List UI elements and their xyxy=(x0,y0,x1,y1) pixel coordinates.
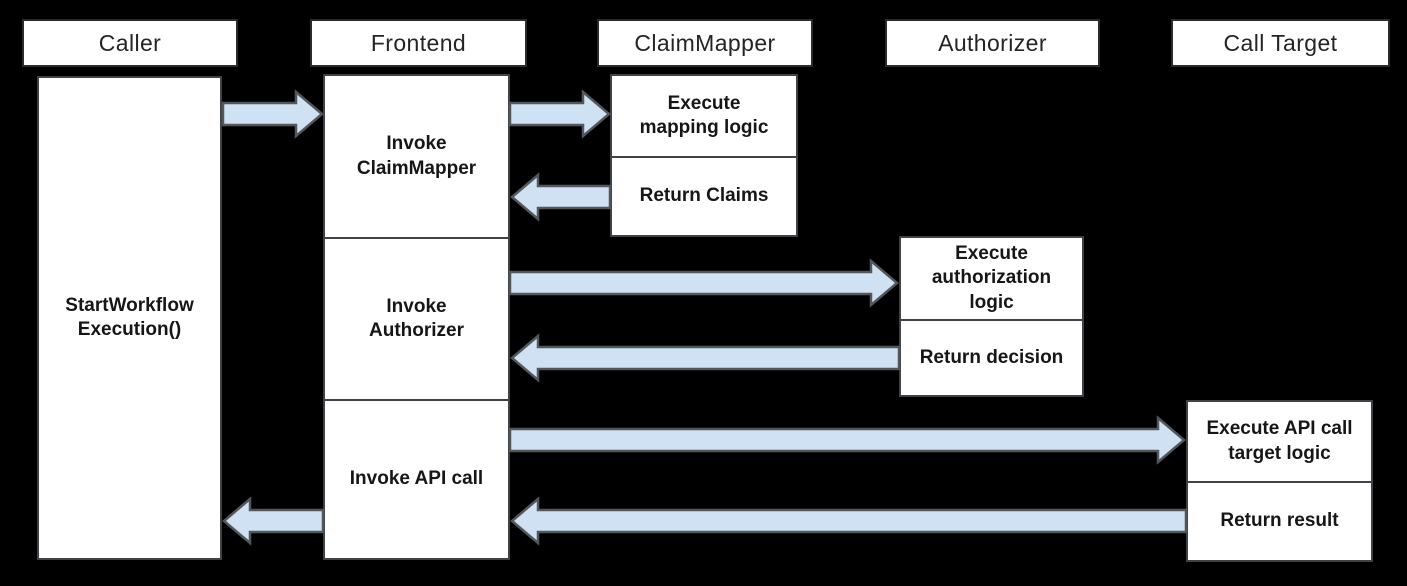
arrow-frontend-to-caller xyxy=(222,496,325,546)
lane-header-frontend: Frontend xyxy=(310,19,527,67)
arrow-calltarget-to-frontend-shape xyxy=(510,496,1188,546)
activation-caller: StartWorkflow Execution() xyxy=(37,76,222,560)
arrow-claimmapper-to-frontend xyxy=(510,172,612,222)
frontend-step-label: Invoke Authorizer xyxy=(369,295,464,341)
calltarget-step-execute-api-call-target-logic: Execute API call target logic xyxy=(1188,402,1371,481)
arrow-caller-to-frontend-shape xyxy=(221,89,324,139)
activation-claimmapper: Execute mapping logic Return Claims xyxy=(610,74,798,237)
arrow-authorizer-to-frontend-shape xyxy=(510,333,901,383)
calltarget-step-return-result: Return result xyxy=(1188,481,1371,560)
lane-header-calltarget-label: Call Target xyxy=(1223,29,1338,56)
arrow-frontend-to-claimmapper xyxy=(508,89,611,139)
arrow-calltarget-to-frontend xyxy=(510,496,1188,546)
caller-activation-label: StartWorkflow Execution() xyxy=(65,294,194,340)
activation-frontend: Invoke ClaimMapper Invoke Authorizer Inv… xyxy=(323,74,510,560)
arrow-frontend-to-calltarget-shape xyxy=(508,415,1186,465)
lane-header-calltarget: Call Target xyxy=(1171,19,1390,67)
claimmapper-step-label: Execute mapping logic xyxy=(639,92,769,138)
frontend-step-invoke-authorizer: Invoke Authorizer xyxy=(325,237,508,399)
authorizer-step-label: Return decision xyxy=(919,346,1064,368)
arrow-frontend-to-authorizer xyxy=(508,258,899,308)
frontend-step-invoke-api-call: Invoke API call xyxy=(325,399,508,558)
activation-authorizer: Execute authorization logic Return decis… xyxy=(899,236,1084,397)
arrow-frontend-to-caller-shape xyxy=(222,496,325,546)
authorizer-step-label: Execute authorization logic xyxy=(931,243,1052,313)
frontend-step-label: Invoke API call xyxy=(349,468,484,490)
lane-header-frontend-label: Frontend xyxy=(370,29,467,56)
authorizer-step-execute-authorization-logic: Execute authorization logic xyxy=(901,238,1082,319)
claimmapper-step-execute-mapping-logic: Execute mapping logic xyxy=(612,76,796,156)
arrow-frontend-to-claimmapper-shape xyxy=(508,89,611,139)
frontend-step-label: Invoke ClaimMapper xyxy=(356,133,477,179)
calltarget-step-label: Return result xyxy=(1220,510,1339,532)
arrow-frontend-to-authorizer-shape xyxy=(508,258,899,308)
claimmapper-step-label: Return Claims xyxy=(639,185,769,207)
lane-header-authorizer-label: Authorizer xyxy=(938,29,1047,56)
arrow-frontend-to-calltarget xyxy=(508,415,1186,465)
arrow-claimmapper-to-frontend-shape xyxy=(510,172,612,222)
activation-calltarget: Execute API call target logic Return res… xyxy=(1186,400,1373,562)
lane-header-authorizer: Authorizer xyxy=(885,19,1100,67)
lane-header-caller: Caller xyxy=(22,19,238,67)
lane-header-caller-label: Caller xyxy=(98,29,162,56)
authorizer-step-return-decision: Return decision xyxy=(901,319,1082,395)
frontend-step-invoke-claimmapper: Invoke ClaimMapper xyxy=(325,76,508,237)
activation-caller-row: StartWorkflow Execution() xyxy=(39,78,220,558)
arrow-authorizer-to-frontend xyxy=(510,333,901,383)
calltarget-step-label: Execute API call target logic xyxy=(1206,418,1353,464)
arrow-caller-to-frontend xyxy=(221,89,324,139)
lane-header-claimmapper-label: ClaimMapper xyxy=(634,29,776,56)
lane-header-claimmapper: ClaimMapper xyxy=(597,19,813,67)
claimmapper-step-return-claims: Return Claims xyxy=(612,156,796,235)
